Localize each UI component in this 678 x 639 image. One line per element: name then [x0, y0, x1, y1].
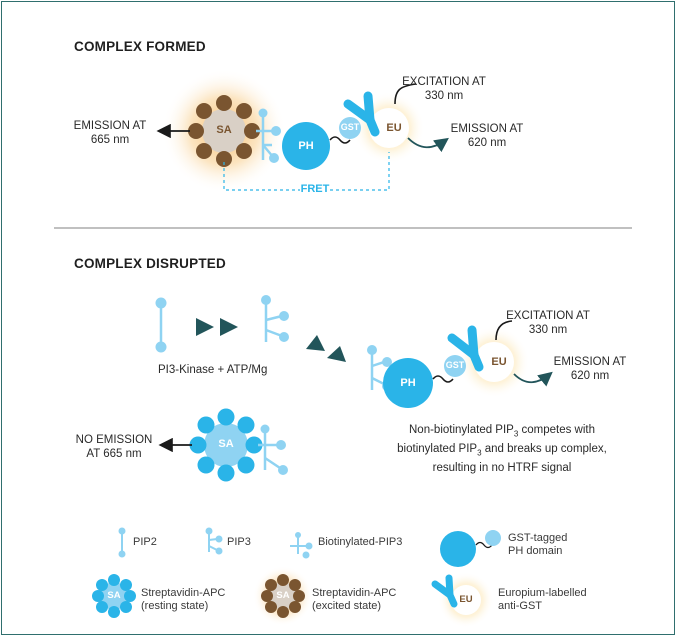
legend-pip3-label: PIP3 [227, 536, 251, 548]
competition-line1: Non-biotinylated PIP3 competes with [372, 423, 632, 442]
legend-sa-excited-text: SA [276, 590, 290, 601]
no-emission-label: NO EMISSION AT 665 nm [70, 433, 158, 461]
legend-gst-ph-line1: GST-tagged [508, 532, 568, 544]
emission-620-arrow [407, 137, 449, 153]
competes-text-b: competes with [518, 424, 595, 436]
competes-text-d: and breaks up complex, [481, 442, 607, 455]
sa-resting-core [204, 423, 248, 467]
no-emission-line2: AT 665 nm [86, 448, 142, 460]
legend-gst-ph-icon [440, 530, 501, 567]
competition-line2: biotinylated PIP3 and breaks up complex, [372, 442, 632, 461]
competition-line3: resulting in no HTRF signal [432, 461, 572, 474]
legend-sa-resting-label: Streptavidin-APC (resting state) [141, 587, 225, 613]
sa-resting-bead-ring [189, 408, 263, 482]
fret-label: FRET [300, 183, 330, 195]
legend-sa-resting-line2: (resting state) [141, 600, 209, 612]
legend-sa-excited-label: Streptavidin-APC (excited state) [312, 587, 396, 613]
ph-domain [282, 122, 330, 170]
excitation-2-line1: EXCITATION AT [506, 310, 590, 322]
biotinylated-pip3-2 [258, 424, 288, 475]
excitation-line-2 [495, 320, 513, 341]
legend-eu-text: EU [459, 594, 473, 605]
section-title-complex-disrupted: COMPLEX DISRUPTED [74, 256, 226, 271]
gst-label-2: GST [445, 360, 465, 370]
eu-core [369, 108, 409, 148]
anti-gst-antibody [343, 91, 380, 137]
emission-620-line2: 620 nm [467, 137, 507, 149]
sa-label: SA [216, 124, 232, 136]
gst-tag [339, 117, 361, 139]
competes-text-c: biotinylated PIP [397, 442, 478, 455]
legend-sa-excited-line1: Streptavidin-APC [312, 587, 397, 599]
eu-label: EU [386, 122, 402, 134]
compete-arrow-2 [327, 346, 346, 362]
ph-label-2: PH [400, 377, 416, 389]
legend-pip2-icon [118, 527, 126, 558]
sa-bead-ring [188, 95, 260, 167]
ph-domain-2 [383, 358, 433, 408]
legend-sa-excited-icon [253, 566, 313, 626]
competes-sub-a: 3 [513, 429, 519, 439]
emission-620-2-line2: 620 nm [570, 370, 610, 382]
emission-665-line1: EMISSION AT [73, 120, 147, 132]
sa-label-2: SA [218, 438, 234, 450]
emission-620-label-2: EMISSION AT 620 nm [545, 355, 635, 383]
legend-eu-line1: Europium-labelled [498, 587, 587, 599]
biotinylated-pip3 [256, 108, 281, 163]
legend-eu-label: Europium-labelled anti-GST [498, 587, 587, 613]
excitation-line2: 330 nm [424, 90, 464, 102]
emission-620-line1: EMISSION AT [450, 123, 524, 135]
pip2-molecule [155, 297, 167, 353]
ph-label: PH [298, 140, 314, 152]
excitation-line1: EXCITATION AT [402, 76, 486, 88]
fret-connector [223, 152, 390, 191]
emission-665-line2: 665 nm [90, 134, 130, 146]
gst-tag-2 [444, 355, 466, 377]
legend-bio-pip3-icon [290, 532, 313, 559]
reaction-label: PI3-Kinase + ATP/Mg [158, 364, 268, 376]
eu-label-2: EU [491, 356, 507, 368]
competition-caption: Non-biotinylated PIP3 competes with biot… [372, 423, 632, 475]
reaction-arrow-1 [196, 318, 214, 336]
emission-620-2-line1: EMISSION AT [553, 356, 627, 368]
competes-sub-b: 3 [477, 448, 482, 458]
sa-core [202, 109, 246, 153]
emission-620-label: EMISSION AT 620 nm [442, 122, 532, 150]
legend-gst-ph-label: GST-tagged PH domain [508, 532, 567, 558]
excitation-line [394, 83, 417, 105]
legend-bio-pip3-label: Biotinylated-PIP3 [318, 536, 403, 548]
pip3-molecule [261, 295, 289, 342]
legend-pip2-label: PIP2 [133, 536, 157, 548]
ph-linker [329, 136, 351, 144]
legend-eu-line2: anti-GST [498, 600, 543, 612]
excitation-label-2: EXCITATION AT 330 nm [498, 309, 598, 337]
emission-665-label: EMISSION AT 665 nm [70, 119, 150, 147]
legend-sa-excited-line2: (excited state) [312, 600, 382, 612]
legend-sa-resting-icon [92, 574, 136, 618]
anti-gst-antibody-2 [447, 325, 484, 372]
gst-label: GST [340, 122, 360, 132]
excitation-label: EXCITATION AT 330 nm [394, 75, 494, 103]
section-title-complex-formed: COMPLEX FORMED [74, 39, 206, 54]
legend-sa-resting-line1: Streptavidin-APC [141, 587, 226, 599]
no-emission-line1: NO EMISSION [75, 434, 153, 446]
emission-620-arrow-2 [513, 371, 553, 387]
legend-eu-icon [431, 572, 494, 628]
reaction-arrow-2 [220, 318, 238, 336]
excitation-2-line2: 330 nm [528, 324, 568, 336]
legend-sa-resting-text: SA [107, 590, 121, 601]
compete-arrow-1 [306, 335, 325, 351]
competes-text-a: Non-biotinylated PIP [409, 424, 514, 436]
legend-pip3-icon [205, 527, 223, 555]
ph-linker-2 [432, 375, 454, 383]
eu-core-2 [474, 342, 514, 382]
legend-gst-ph-line2: PH domain [508, 545, 563, 557]
